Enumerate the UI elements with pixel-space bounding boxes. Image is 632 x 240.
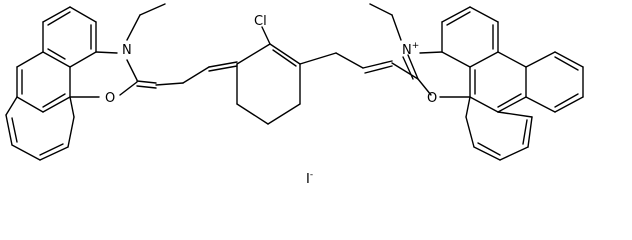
bond xyxy=(554,56,579,71)
bond xyxy=(208,61,238,68)
bond xyxy=(499,146,529,161)
bond xyxy=(11,117,18,143)
atom-labels: N O Cl N+ O I- xyxy=(105,14,437,187)
bond xyxy=(554,96,584,113)
bond xyxy=(469,6,499,23)
bond xyxy=(39,146,69,161)
counterion-label: I- xyxy=(306,170,313,187)
bond xyxy=(208,65,238,72)
bond xyxy=(465,116,475,148)
atom-label-n-right-symbol: N xyxy=(402,43,412,58)
atom-label-n-right-charge: + xyxy=(412,41,420,51)
bond xyxy=(95,51,118,54)
bond xyxy=(441,51,471,68)
counterion-symbol: I xyxy=(306,172,310,187)
bond xyxy=(272,49,297,67)
bond xyxy=(465,96,471,118)
bond xyxy=(369,3,393,16)
bond xyxy=(497,51,527,68)
bond xyxy=(47,48,66,60)
bond xyxy=(69,96,75,118)
bond xyxy=(126,14,141,41)
bond xyxy=(11,144,41,161)
bond xyxy=(441,6,471,23)
bond xyxy=(362,60,393,69)
bond xyxy=(299,52,337,65)
bond xyxy=(42,96,71,113)
bond xyxy=(497,111,533,118)
bond xyxy=(469,51,499,68)
bond xyxy=(554,51,584,68)
bond xyxy=(402,56,414,80)
bond xyxy=(525,51,556,68)
bond xyxy=(335,52,364,69)
bond xyxy=(42,51,71,68)
bond xyxy=(236,103,269,125)
bond-lines xyxy=(5,3,584,161)
bond xyxy=(473,146,501,161)
bond xyxy=(5,96,18,116)
bond xyxy=(364,65,393,74)
bond xyxy=(267,103,301,125)
bond xyxy=(269,43,301,65)
bond xyxy=(16,96,44,113)
bond xyxy=(527,116,533,148)
bond xyxy=(139,3,166,16)
bond xyxy=(69,51,97,68)
bond xyxy=(42,93,66,108)
bond xyxy=(525,96,556,113)
bond xyxy=(477,142,501,156)
bond xyxy=(155,82,184,86)
bond xyxy=(554,93,579,108)
bond xyxy=(182,66,210,84)
bond xyxy=(67,116,75,148)
chemical-structure-diagram: N O Cl N+ O I- xyxy=(5,3,584,187)
atom-label-n-left: N xyxy=(122,43,132,58)
bond xyxy=(391,62,419,80)
bond xyxy=(39,143,64,156)
atom-label-cl: Cl xyxy=(254,14,267,29)
bond xyxy=(407,54,419,80)
bond xyxy=(417,78,432,96)
bond xyxy=(16,51,44,68)
structure-canvas: N O Cl N+ O I- xyxy=(5,3,584,187)
bond xyxy=(261,26,271,45)
bond xyxy=(136,85,157,89)
bond xyxy=(522,119,528,145)
bond xyxy=(469,96,499,113)
bond xyxy=(391,14,402,41)
counterion-charge: - xyxy=(310,170,313,180)
bond xyxy=(47,11,71,26)
atom-label-o-right: O xyxy=(427,91,437,106)
bond xyxy=(136,80,157,84)
atom-label-o-left: O xyxy=(105,91,115,106)
bond xyxy=(497,96,527,113)
atom-label-n-right: N+ xyxy=(402,41,419,58)
bond xyxy=(446,11,471,26)
bond xyxy=(69,6,97,23)
bond xyxy=(497,93,522,108)
bond xyxy=(5,114,13,146)
bond xyxy=(419,51,443,54)
bond xyxy=(119,81,138,96)
bond xyxy=(126,59,138,81)
bond xyxy=(42,6,71,23)
bond xyxy=(236,43,271,65)
